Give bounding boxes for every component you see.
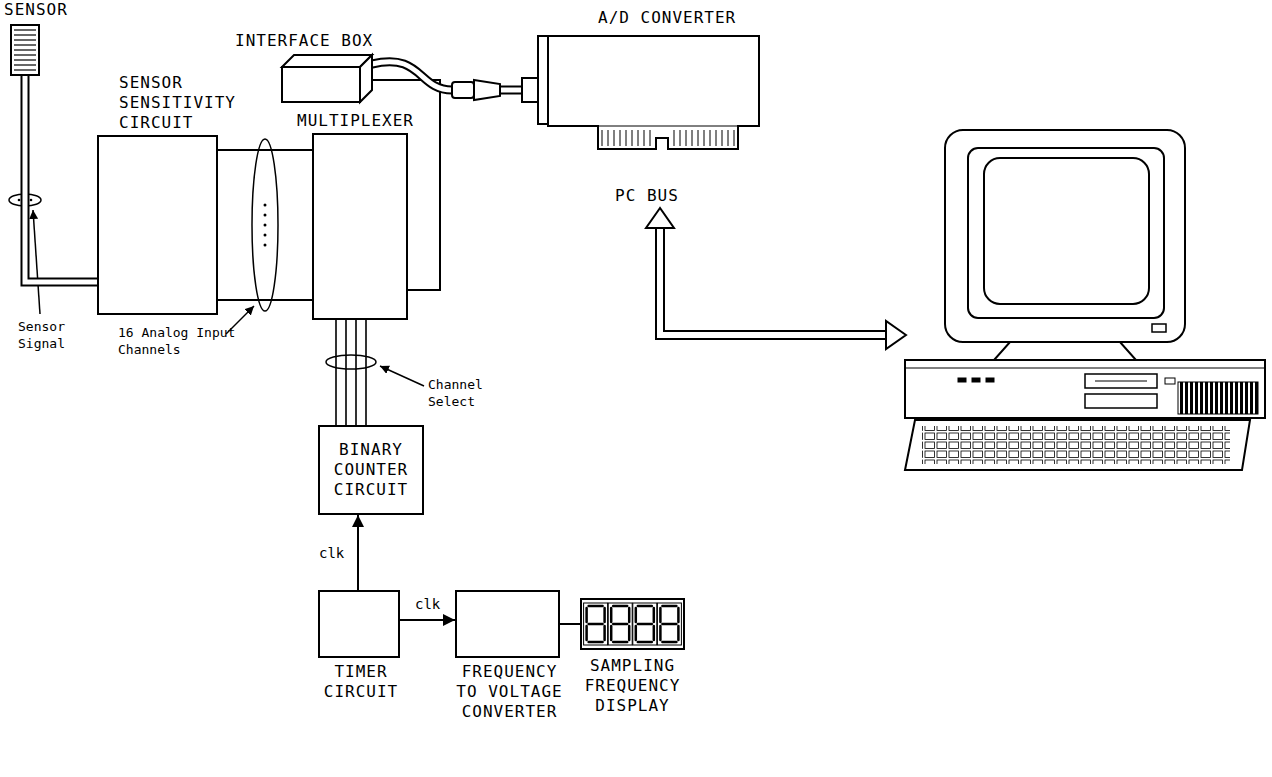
node-label: SAMPLING FREQUENCY DISPLAY xyxy=(572,656,693,716)
node-label: SENSOR xyxy=(4,0,84,20)
connector-line xyxy=(560,623,580,625)
seven-segment-display-shape xyxy=(580,598,685,650)
node-label: SENSOR SENSITIVITY CIRCUIT xyxy=(119,73,231,133)
converter-card-shape xyxy=(538,32,760,150)
pc-bus-arrow xyxy=(646,208,906,349)
signal-label: 16 Analog Input Channels xyxy=(118,324,238,358)
node-label: INTERFACE BOX xyxy=(235,31,385,51)
converter-box: FREQUENCY TO VOLTAGE CONVERTER xyxy=(455,590,560,658)
connector-line xyxy=(336,320,366,425)
node-label: FREQUENCY TO VOLTAGE CONVERTER xyxy=(451,662,568,722)
connector xyxy=(560,624,580,625)
node-label: BINARY COUNTER CIRCUIT xyxy=(320,434,422,506)
connector xyxy=(400,620,455,621)
counter-box: BINARY COUNTER CIRCUIT xyxy=(318,425,424,515)
signal-label: clk xyxy=(317,545,346,561)
node-label: TIMER CIRCUIT xyxy=(310,662,412,702)
circuit-box: SENSOR SENSITIVITY CIRCUIT xyxy=(97,135,218,315)
bus-label: PC BUS xyxy=(615,186,705,206)
connector-line xyxy=(25,76,97,282)
connector-line xyxy=(400,619,455,621)
node-label: A/D CONVERTER xyxy=(598,8,758,28)
connector xyxy=(25,76,97,282)
seven-segment-display: SAMPLING FREQUENCY DISPLAY xyxy=(580,598,685,650)
signal-label: clk xyxy=(413,596,442,612)
interface-box: INTERFACE BOX xyxy=(282,55,372,103)
computer-illustration xyxy=(905,130,1265,470)
converter-card: A/D CONVERTER xyxy=(538,32,760,150)
signal-label: Sensor Signal xyxy=(18,318,82,352)
node-label: MULTIPLEXER xyxy=(297,111,427,131)
interface-box-shape xyxy=(282,55,372,103)
signal-label: Channel Select xyxy=(428,376,504,410)
timer-box: TIMER CIRCUIT xyxy=(318,590,400,658)
sensor-shape xyxy=(10,24,40,76)
connector xyxy=(336,320,366,425)
sensor: SENSOR xyxy=(10,24,40,76)
connector xyxy=(358,515,359,590)
connector-line xyxy=(25,76,97,282)
connector-line xyxy=(357,515,359,590)
connector xyxy=(218,150,312,300)
connector-line xyxy=(218,150,312,300)
multiplexer-box: MULTIPLEXER xyxy=(312,133,408,320)
